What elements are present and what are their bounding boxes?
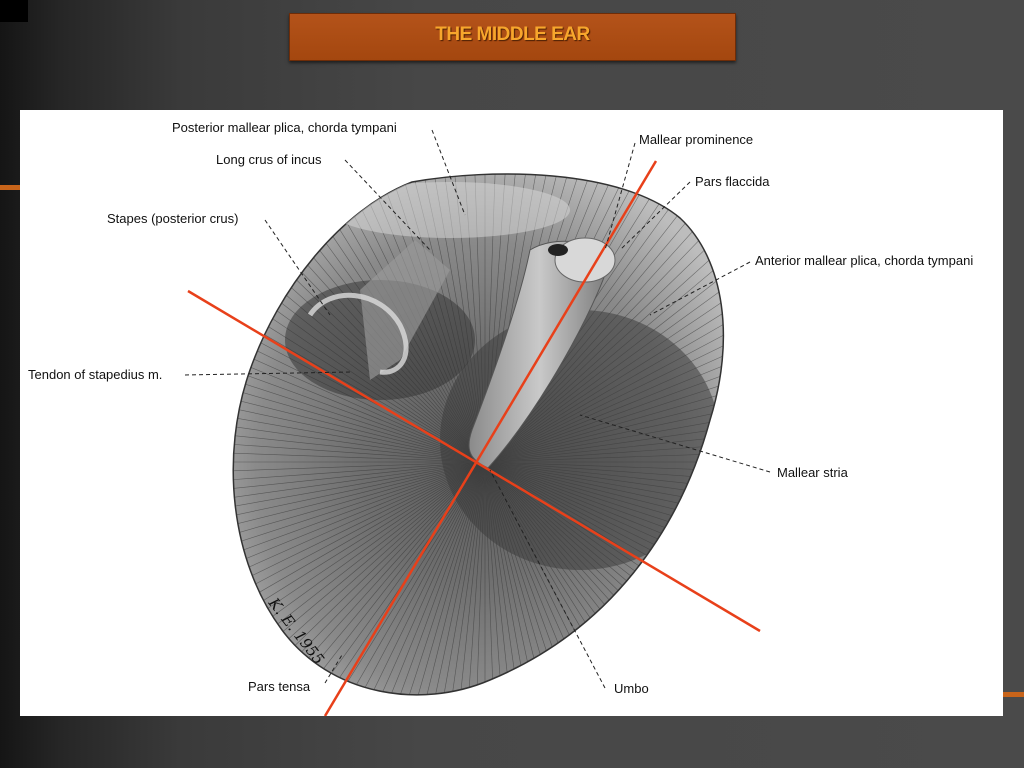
title-banner: THE MIDDLE EAR (289, 13, 736, 61)
label-mallear-prominence: Mallear prominence (639, 132, 753, 147)
tympanic-membrane-figure: Posterior mallear plica, chorda tympani … (20, 110, 1003, 716)
axis-line-1 (187, 289, 761, 633)
axis-line-2 (323, 160, 658, 716)
corner-block (0, 0, 28, 22)
leader-lines (184, 129, 771, 689)
slide-title: THE MIDDLE EAR (435, 24, 590, 45)
left-edge-accent (0, 185, 20, 190)
label-posterior-mallear-plica: Posterior mallear plica, chorda tympani (172, 120, 397, 135)
label-pars-flaccida: Pars flaccida (695, 174, 770, 189)
eardrum-illustration: Posterior mallear plica, chorda tympani … (28, 120, 973, 716)
label-umbo: Umbo (614, 681, 649, 696)
label-tendon-stapedius: Tendon of stapedius m. (28, 367, 162, 382)
label-pars-tensa: Pars tensa (248, 679, 311, 694)
incus-long-crus (360, 240, 450, 380)
upper-rim-highlight (330, 182, 570, 238)
label-mallear-stria: Mallear stria (777, 465, 849, 480)
label-stapes: Stapes (posterior crus) (107, 211, 239, 226)
stapes-arch (307, 292, 409, 375)
label-anterior-mallear-plica: Anterior mallear plica, chorda tympani (755, 253, 973, 268)
right-edge-accent (1003, 692, 1024, 697)
label-long-crus-incus: Long crus of incus (216, 152, 322, 167)
